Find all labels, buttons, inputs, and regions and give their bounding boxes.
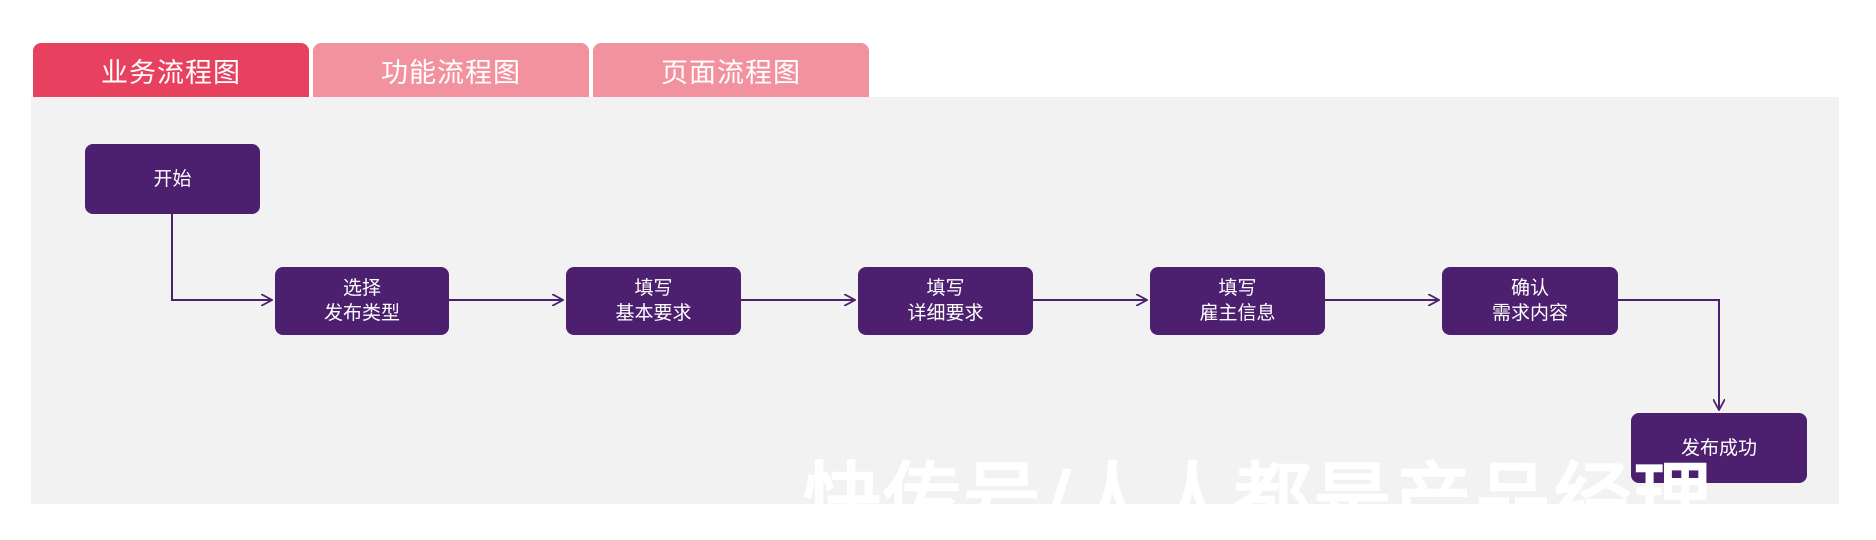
flow-node-detail-requirements[interactable]: 填写 详细要求 — [858, 267, 1033, 335]
tab-function-flow[interactable]: 功能流程图 — [313, 43, 589, 97]
flowchart-canvas: 开始 选择 发布类型 填写 基本要求 填写 详细要求 填写 雇主信息 确认 需求… — [31, 97, 1839, 504]
node-label-line2: 雇主信息 — [1199, 302, 1276, 324]
flow-node-basic-requirements[interactable]: 填写 基本要求 — [566, 267, 741, 335]
node-label-line2: 发布类型 — [323, 302, 400, 324]
node-label-line1: 确认 — [1510, 277, 1549, 299]
node-label: 开始 — [153, 167, 192, 190]
connector-start-to-select — [171, 214, 272, 300]
node-label: 发布成功 — [1680, 436, 1757, 459]
flow-node-employer-info[interactable]: 填写 雇主信息 — [1150, 267, 1325, 335]
tab-business-flow[interactable]: 业务流程图 — [33, 43, 309, 97]
node-label-line1: 选择 — [342, 277, 381, 299]
connector-confirm-to-success — [1617, 299, 1719, 410]
node-label-line1: 填写 — [926, 277, 965, 299]
flow-node-start[interactable]: 开始 — [85, 144, 260, 214]
flow-node-confirm-content[interactable]: 确认 需求内容 — [1442, 267, 1618, 335]
node-label-line2: 详细要求 — [907, 302, 984, 324]
tab-bar: 业务流程图 功能流程图 页面流程图 — [33, 43, 869, 97]
node-label-line1: 填写 — [1218, 277, 1257, 299]
node-label-line2: 需求内容 — [1491, 302, 1568, 324]
flow-connectors — [171, 214, 1839, 504]
flow-node-publish-success[interactable]: 发布成功 — [1631, 413, 1807, 483]
node-label-line2: 基本要求 — [615, 302, 692, 324]
flow-node-select-type[interactable]: 选择 发布类型 — [275, 267, 449, 335]
tab-page-flow[interactable]: 页面流程图 — [593, 43, 869, 97]
node-label-line1: 填写 — [634, 277, 673, 299]
